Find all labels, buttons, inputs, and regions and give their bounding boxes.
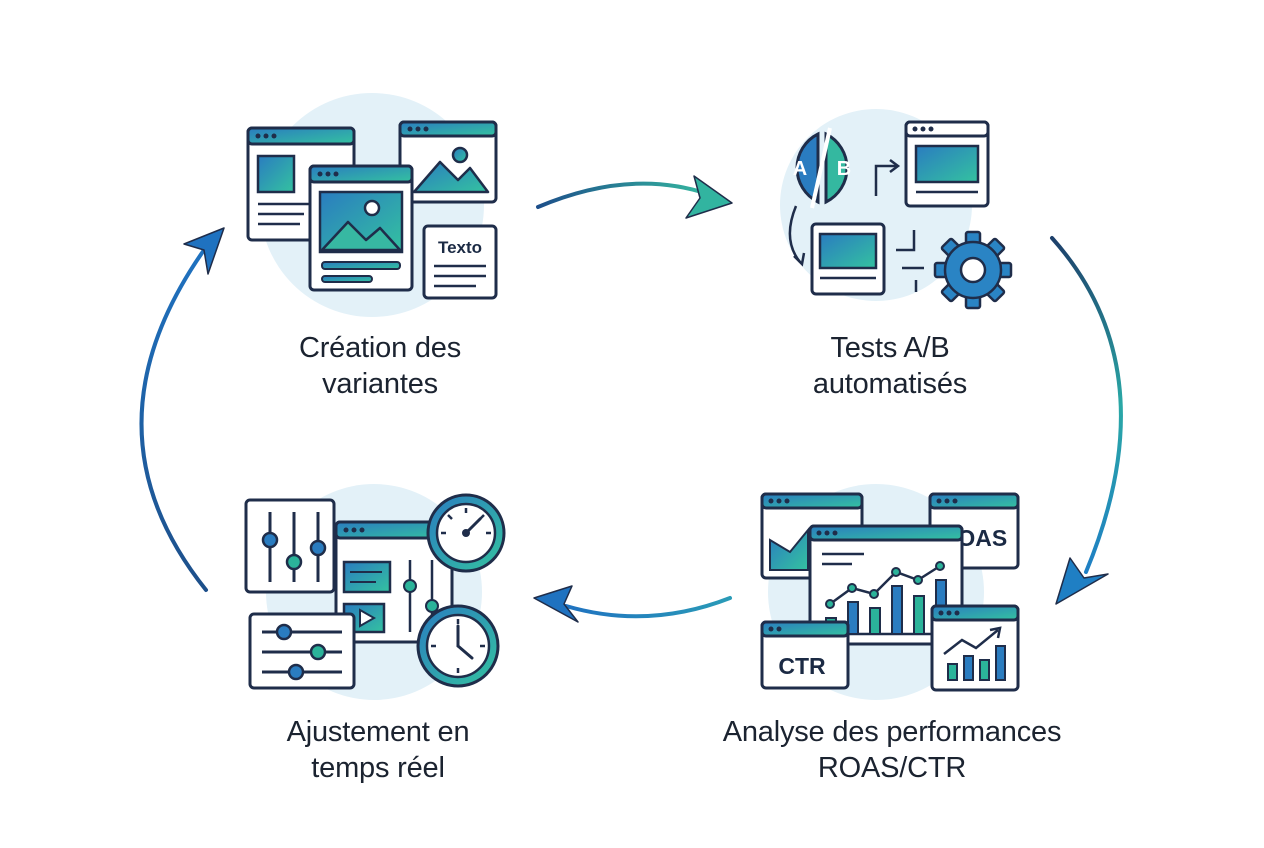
step-label-ab-tests-line1: Tests A/B (830, 332, 950, 364)
speedometer-icon (426, 493, 506, 573)
browser-control-window-icon (334, 520, 454, 644)
arrow-right (1050, 236, 1123, 605)
text-document-icon: Texto (422, 224, 498, 300)
arrow-top (536, 175, 733, 219)
browser-window-b-icon (810, 222, 886, 296)
ab-tests-icon: A B (780, 109, 1013, 310)
creation-variants-icon: Texto (246, 93, 498, 317)
a-letter: A (793, 158, 807, 180)
clock-icon (416, 604, 500, 688)
step-label-adjustment-line1: Ajustement en (286, 716, 470, 748)
step-label-adjustment: Ajustement en temps réel (228, 714, 528, 786)
browser-window-a-icon (904, 120, 990, 208)
realtime-adjust-icon (244, 484, 506, 700)
step-label-ab-tests-line2: automatisés (812, 368, 968, 400)
bar-chart-dashboard-icon (808, 524, 964, 646)
horizontal-sliders-icon (248, 612, 356, 690)
step-label-creation-line2: variantes (322, 368, 438, 400)
main-image-window-icon (308, 164, 414, 292)
vertical-sliders-icon (244, 498, 336, 594)
arrow-left (139, 227, 225, 592)
gear-icon (933, 230, 1013, 310)
ab-split-icon: A B (793, 127, 851, 209)
ctr-card: CTR (760, 620, 850, 690)
image-window-icon (398, 120, 498, 204)
step-label-analysis-line2: ROAS/CTR (817, 752, 967, 784)
step-label-analysis: Analyse des performances ROAS/CTR (672, 714, 1112, 786)
b-letter: B (837, 158, 851, 180)
step-label-analysis-line1: Analyse des performances (722, 716, 1062, 748)
step-label-creation-line1: Création des (298, 332, 462, 364)
performance-analysis-icon: ROAS CTR (760, 484, 1020, 700)
step-label-creation: Création des variantes (230, 330, 530, 402)
trend-chart-window-icon (930, 604, 1020, 692)
arrow-bottom (533, 585, 732, 623)
texto-label: Texto (438, 238, 482, 257)
ctr-label: CTR (778, 653, 826, 679)
step-label-adjustment-line2: temps réel (311, 752, 445, 784)
step-label-ab-tests: Tests A/B automatisés (740, 330, 1040, 402)
